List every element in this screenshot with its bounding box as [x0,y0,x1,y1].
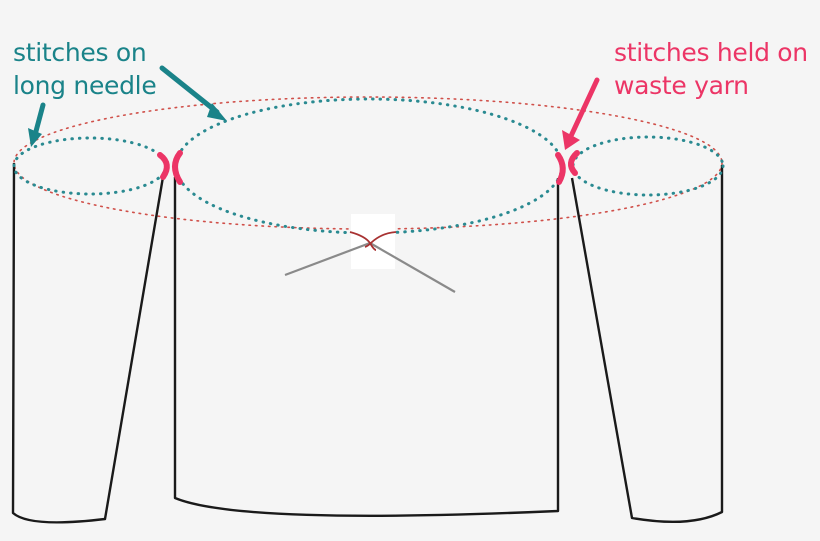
arrowhead-icon [562,130,580,150]
label-line: stitches held on [614,38,808,67]
label-line: stitches on [13,38,147,67]
circular-needle [284,214,456,293]
waste-yarn-markers [157,150,580,185]
left-sleeve-needle-stitches [12,136,168,196]
right-sleeve [570,135,725,524]
label-line: waste yarn [614,71,749,100]
arrowhead-icon [28,128,42,147]
arrowhead-icon [207,103,227,121]
arrow-to-left-sleeve [32,102,46,138]
needle-stitches-label: stitches on long needle [13,36,157,102]
label-line: long needle [13,71,157,100]
body [173,97,564,517]
arrow-to-body [159,65,220,115]
waste-yarn-label: stitches held on waste yarn [614,36,808,102]
waste-yarn-arrow [562,77,600,150]
needle-arrows [28,65,227,147]
left-sleeve [11,136,168,524]
body-needle-stitches [174,97,564,235]
outer-guide-ellipse [13,96,723,230]
